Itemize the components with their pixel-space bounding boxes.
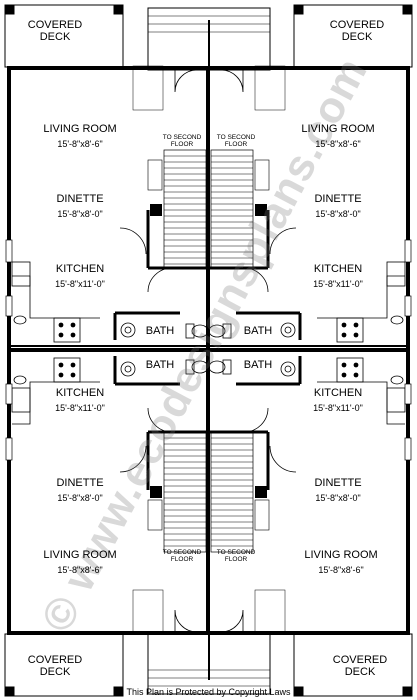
dinette-label: DINETTE: [56, 477, 104, 489]
bath-label: BATH: [243, 359, 273, 371]
to-second-floor-label: TO SECOND FLOOR: [216, 549, 256, 563]
dinette-label: DINETTE: [314, 193, 362, 205]
dinette-dimensions: 15'-8"x8'-0": [315, 493, 361, 503]
kitchen-dimensions: 15'-8"x11'-0": [55, 279, 105, 289]
living-room-dimensions: 15'-8"x8'-6": [318, 565, 364, 575]
kitchen-label: KITCHEN: [313, 387, 363, 399]
kitchen-dimensions: 15'-8"x11'-0": [55, 403, 105, 413]
living-room-label: LIVING ROOM: [301, 123, 375, 135]
kitchen-label: KITCHEN: [55, 387, 105, 399]
bath-label: BATH: [145, 359, 175, 371]
covered-deck-label: COVERED DECK: [27, 19, 83, 43]
kitchen-label: KITCHEN: [55, 263, 105, 275]
to-second-floor-label: TO SECOND FLOOR: [216, 134, 256, 148]
living-room-label: LIVING ROOM: [304, 549, 378, 561]
living-room-label: LIVING ROOM: [43, 549, 117, 561]
dinette-dimensions: 15'-8"x8'-0": [57, 209, 103, 219]
dinette-label: DINETTE: [56, 193, 104, 205]
kitchen-dimensions: 15'-8"x11'-0": [313, 279, 363, 289]
kitchen-label: KITCHEN: [313, 263, 363, 275]
to-second-floor-label: TO SECOND FLOOR: [162, 549, 202, 563]
dinette-label: DINETTE: [314, 477, 362, 489]
dinette-dimensions: 15'-8"x8'-0": [57, 493, 103, 503]
bath-label: BATH: [243, 325, 273, 337]
covered-deck-label: COVERED DECK: [329, 19, 385, 43]
dinette-dimensions: 15'-8"x8'-0": [315, 209, 361, 219]
living-room-dimensions: 15'-8"x8'-6": [315, 139, 361, 149]
living-room-label: LIVING ROOM: [43, 123, 117, 135]
living-room-dimensions: 15'-8"x8'-6": [57, 139, 103, 149]
covered-deck-label: COVERED DECK: [27, 654, 83, 678]
kitchen-dimensions: 15'-8"x11'-0": [313, 403, 363, 413]
living-room-dimensions: 15'-8"x8'-6": [57, 565, 103, 575]
bath-label: BATH: [145, 325, 175, 337]
copyright-notice: This Plan is Protected by Copyright Laws: [126, 687, 291, 697]
covered-deck-label: COVERED DECK: [332, 654, 388, 678]
to-second-floor-label: TO SECOND FLOOR: [162, 134, 202, 148]
